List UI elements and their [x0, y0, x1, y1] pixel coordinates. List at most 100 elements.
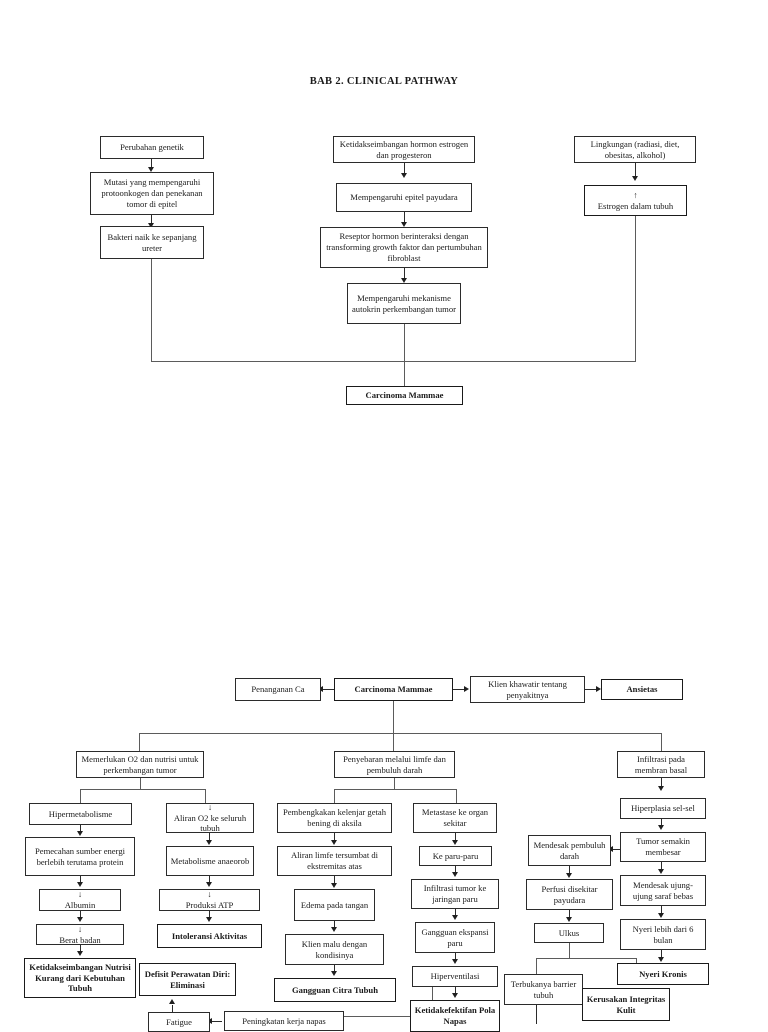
node-edema-tangan: Edema pada tangan [294, 889, 375, 921]
node-memerlukan-o2: Memerlukan O2 dan nutrisi untuk perkemba… [76, 751, 204, 778]
node-klien-malu: Klien malu dengan kondisinya [285, 934, 384, 965]
connector [404, 324, 405, 386]
connector [455, 987, 456, 996]
connector [635, 163, 636, 179]
arrow-down-icon [658, 786, 664, 791]
connector [404, 163, 405, 176]
connector [536, 958, 537, 974]
connector [661, 819, 662, 828]
connector [394, 778, 395, 789]
arrow-down-icon [452, 840, 458, 845]
arrow-down-glyph: ↓ [77, 923, 83, 934]
node-carcinoma-mammae-top: Carcinoma Mammae [346, 386, 463, 405]
node-perubahan-genetik: Perubahan genetik [100, 136, 204, 159]
node-metastase-organ: Metastase ke organ sekitar [413, 803, 497, 833]
node-metabolisme-anaerob: Metabolisme anaeorob [166, 846, 254, 876]
node-nyeri-kronis: Nyeri Kronis [617, 963, 709, 985]
node-kerusakan-integritas-kulit: Kerusakan Integritas Kulit [582, 988, 670, 1021]
node-hiperventilasi: Hiperventilasi [412, 966, 498, 987]
connector [80, 789, 81, 803]
connector [536, 1005, 537, 1024]
connector [661, 862, 662, 872]
node-nyeri-6-bulan: Nyeri lebih dari 6 bulan [620, 919, 706, 950]
arrow-down-icon [452, 993, 458, 998]
connector [334, 876, 335, 886]
node-infiltrasi-tumor-paru: Infiltrasi tumor ke jaringan paru [411, 879, 499, 909]
connector [404, 212, 405, 225]
arrow-down-icon [148, 167, 154, 172]
connector [321, 689, 334, 690]
connector [210, 1021, 222, 1022]
node-penanganan-ca: Penanganan Ca [235, 678, 321, 701]
connector [585, 689, 598, 690]
connector [455, 953, 456, 962]
connector [80, 911, 81, 920]
arrow-down-icon [401, 222, 407, 227]
connector [334, 789, 335, 803]
arrow-down-glyph: ↓ [207, 889, 212, 900]
connector [139, 733, 140, 751]
connector [209, 833, 210, 843]
node-aliran-limfe-tersumbat: Aliran limfe tersumbat di ekstremitas at… [277, 846, 392, 876]
node-ketidakefektifan-pola-napas: Ketidakefektifan Pola Napas [410, 1000, 500, 1032]
node-infiltrasi-membran-basal: Infiltrasi pada membran basal [617, 751, 705, 778]
connector [661, 778, 662, 789]
node-ke-paru-paru: Ke paru-paru [419, 846, 492, 866]
node-berat-badan: ↓Berat badan [36, 924, 124, 945]
connector [209, 876, 210, 885]
connector [393, 733, 394, 751]
node-pemecahan-sumber-energi: Pemecahan sumber energi berlebih terutam… [25, 837, 135, 876]
connector [140, 778, 141, 789]
node-pembengkakan-kelenjar: Pembengkakan kelenjar getah bening di ak… [277, 803, 392, 833]
arrow-down-icon [331, 883, 337, 888]
connector [455, 833, 456, 843]
arrow-down-icon [77, 831, 83, 836]
arrow-down-glyph: ↓ [207, 801, 213, 812]
arrow-down-icon [77, 917, 83, 922]
connector [635, 216, 636, 361]
node-fatigue: Fatigue [148, 1012, 210, 1032]
arrow-down-icon [452, 915, 458, 920]
connector-bus [536, 958, 636, 959]
arrow-down-icon [658, 869, 664, 874]
arrow-down-glyph: ↓ [77, 889, 83, 900]
node-ansietas: Ansietas [601, 679, 683, 700]
node-albumin: ↓Albumin [39, 889, 121, 911]
connector [393, 701, 394, 733]
arrow-down-icon [658, 825, 664, 830]
arrow-down-icon [566, 873, 572, 878]
connector [661, 733, 662, 751]
arrow-right-icon [464, 686, 469, 692]
arrow-down-icon [331, 927, 337, 932]
node-bakteri: Bakteri naik ke sepanjang ureter [100, 226, 204, 259]
connector [80, 825, 81, 834]
node-terbukanya-barrier: Terbukanya barrier tubuh [504, 974, 583, 1005]
connector [455, 909, 456, 918]
connector [205, 789, 206, 803]
node-reseptor-hormon: Reseptor hormon berinteraksi dengan tran… [320, 227, 488, 268]
connector [569, 866, 570, 876]
connector [661, 950, 662, 960]
connector [569, 910, 570, 920]
node-mendesak-saraf: Mendesak ujung-ujung saraf bebas [620, 875, 706, 906]
arrow-down-icon [148, 223, 154, 228]
arrow-up-icon [169, 999, 175, 1004]
connector [80, 876, 81, 885]
node-ketidakseimbangan-nutrisi: Ketidakseimbangan Nutrisi Kurang dari Ke… [24, 958, 136, 998]
arrow-down-icon [206, 882, 212, 887]
arrow-down-icon [331, 840, 337, 845]
node-ketidakseimbangan-hormon: Ketidakseimbangan hormon estrogen dan pr… [333, 136, 475, 163]
arrow-down-icon [206, 917, 212, 922]
connector-bus [139, 733, 662, 734]
connector-bus [80, 789, 205, 790]
connector [172, 1005, 173, 1018]
arrow-down-icon [401, 278, 407, 283]
arrow-right-icon [596, 686, 601, 692]
node-hiperplasia-sel: Hiperplasia sel-sel [620, 798, 706, 819]
arrow-down-icon [206, 840, 212, 845]
connector [80, 945, 81, 954]
connector-bus [334, 789, 456, 790]
connector [404, 361, 405, 386]
node-ulkus: Ulkus [534, 923, 604, 943]
